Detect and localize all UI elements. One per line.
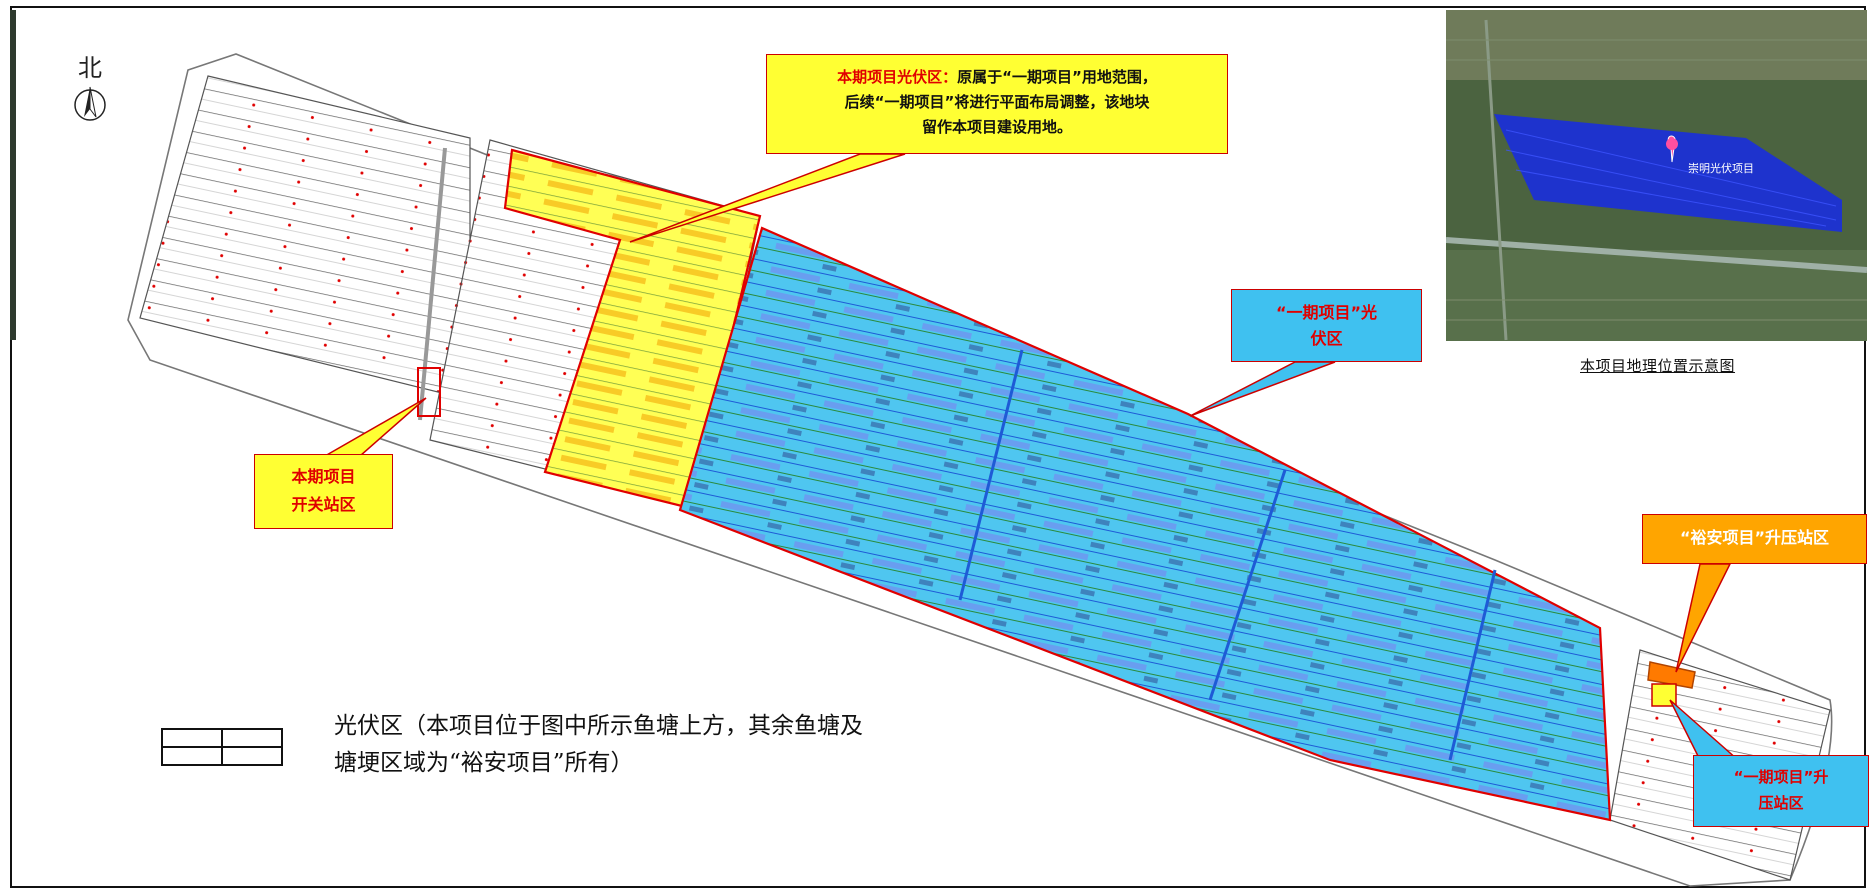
map-frame bbox=[10, 6, 1866, 888]
callout-boost-line1: “一期项目”升 bbox=[1733, 768, 1829, 786]
yuan-boost-station bbox=[1647, 661, 1696, 689]
north-indicator: 北 bbox=[60, 55, 120, 123]
legend-line1: 光伏区（本项目位于图中所示鱼塘上方，其余鱼塘及 bbox=[334, 713, 863, 739]
callout-phase1-boost: “一期项目”升 压站区 bbox=[1693, 755, 1869, 827]
callout-current-pv-line2: 后续“一期项目”将进行平面布局调整，该地块 bbox=[844, 93, 1150, 111]
callout-current-pv-line1: 原属于“一期项目”用地范围， bbox=[957, 68, 1157, 86]
north-label: 北 bbox=[78, 54, 102, 82]
pointer-phase1-pv bbox=[1189, 361, 1336, 417]
satellite-image bbox=[1446, 10, 1867, 341]
current-pv-area bbox=[503, 148, 762, 510]
callout-switch-line1: 本期项目 bbox=[291, 467, 356, 486]
location-inset-map: 崇明光伏项目 bbox=[1446, 10, 1867, 341]
callout-yuan-text: “裕安项目”升压站区 bbox=[1679, 528, 1830, 547]
switch-station-box bbox=[417, 367, 441, 417]
inset-caption: 本项目地理位置示意图 bbox=[1580, 357, 1736, 375]
legend-symbol bbox=[161, 728, 283, 766]
callout-boost-line2: 压站区 bbox=[1758, 794, 1804, 812]
callout-yuan-boost: “裕安项目”升压站区 bbox=[1642, 514, 1867, 564]
phase1-pv-area bbox=[678, 226, 1612, 822]
legend-text: 光伏区（本项目位于图中所示鱼塘上方，其余鱼塘及 塘埂区域为“裕安项目”所有） bbox=[334, 708, 1034, 782]
pointer-switch-station bbox=[322, 397, 427, 457]
callout-switch-line2: 开关站区 bbox=[291, 495, 356, 514]
callout-phase1-pv: “一期项目”光 伏区 bbox=[1231, 289, 1422, 362]
callout-current-pv: 本期项目光伏区：原属于“一期项目”用地范围， 后续“一期项目”将进行平面布局调整… bbox=[766, 54, 1228, 154]
fishpond-area-west bbox=[139, 75, 471, 401]
inset-marker-label: 崇明光伏项目 bbox=[1688, 162, 1754, 175]
callout-current-pv-title: 本期项目光伏区： bbox=[837, 68, 958, 86]
callout-switch-station: 本期项目 开关站区 bbox=[254, 454, 393, 529]
callout-phase1-pv-line1: “一期项目”光 bbox=[1275, 303, 1378, 322]
pointer-yuan-boost bbox=[1675, 563, 1732, 673]
north-arrow-icon bbox=[74, 86, 106, 121]
callout-phase1-pv-line2: 伏区 bbox=[1310, 329, 1343, 348]
callout-current-pv-line3: 留作本项目建设用地。 bbox=[921, 118, 1072, 136]
pointer-current-pv bbox=[629, 153, 906, 243]
left-edge-strip bbox=[10, 10, 16, 340]
legend-line2: 塘埂区域为“裕安项目”所有） bbox=[334, 750, 634, 776]
